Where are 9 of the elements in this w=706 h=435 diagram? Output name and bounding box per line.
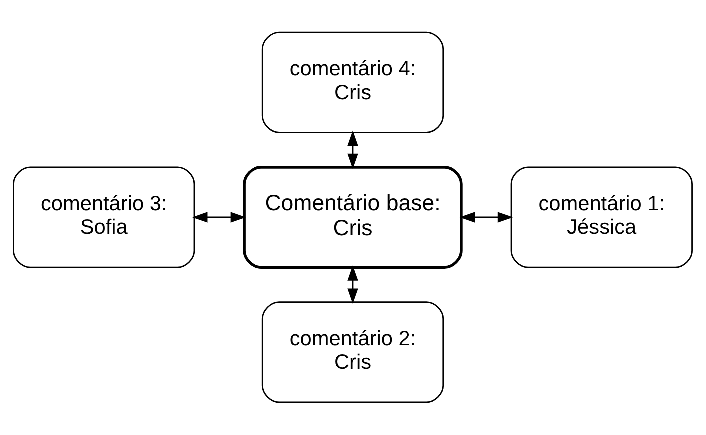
- node-box: comentário 3: Sofia: [13, 166, 196, 268]
- node-box: comentário 2: Cris: [262, 302, 444, 404]
- arrow: [192, 212, 246, 223]
- arrow: [348, 266, 358, 304]
- node-box: comentário 4: Cris: [262, 32, 444, 134]
- node-box: Comentário base: Cris: [243, 166, 463, 269]
- node-box: comentário 1: Jéssica: [510, 166, 693, 268]
- arrow: [348, 130, 358, 170]
- arrow: [460, 212, 514, 223]
